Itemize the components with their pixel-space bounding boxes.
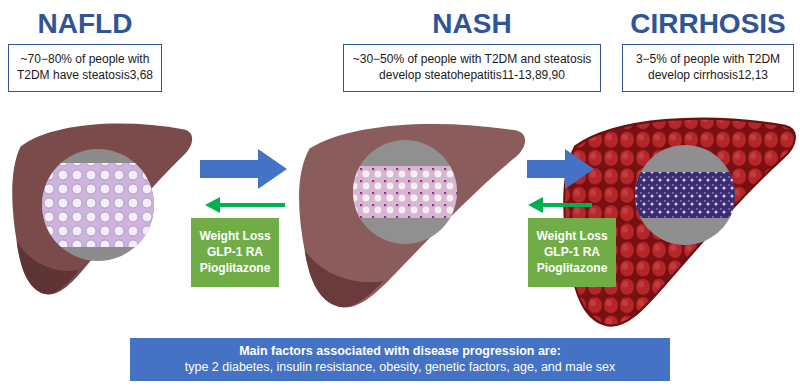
progression-arrow (200, 149, 287, 189)
histology-image (353, 166, 457, 218)
regression-arrow (218, 203, 285, 207)
band-heading: Main factors associated with disease pro… (138, 343, 662, 359)
regression-arrow (541, 203, 592, 207)
histology-lens (635, 145, 735, 245)
stage-heading: NAFLD (8, 4, 162, 44)
treatment-text: Weight Loss GLP-1 RA Pioglitazone (532, 228, 612, 277)
stage-group: NAFLD ~70−80% of people with T2DM have st… (8, 4, 162, 92)
liver-shape (299, 124, 525, 308)
treatment-box: Weight Loss GLP-1 RA Pioglitazone (528, 218, 616, 287)
stat-text: ~30−50% of people with T2DM and steatosi… (351, 52, 593, 83)
liver-shadow (305, 251, 383, 308)
regression-arrowhead (528, 197, 543, 213)
stat-text: ~70−80% of people with T2DM have steatos… (16, 52, 154, 83)
stat-text: 3−5% of people with T2DM develop cirrhos… (630, 52, 786, 83)
stage-heading: NASH (343, 4, 601, 44)
histology-lens (353, 140, 457, 244)
treatment-box: Weight Loss GLP-1 RA Pioglitazone (191, 218, 279, 287)
band-text: type 2 diabetes, insulin resistance, obe… (138, 359, 662, 375)
factors-band: Main factors associated with disease pro… (130, 338, 670, 381)
nash-liver (299, 124, 525, 308)
treatment-text: Weight Loss GLP-1 RA Pioglitazone (195, 228, 275, 277)
histology-image (635, 172, 735, 218)
stage-group: CIRRHOSIS 3−5% of people with T2DM develo… (622, 4, 794, 92)
progression-arrow (527, 149, 594, 189)
stage-group: NASH ~30−50% of people with T2DM and stea… (343, 4, 601, 92)
histology-lens (42, 149, 154, 261)
fatty-liver (12, 123, 192, 294)
histology-image (42, 163, 154, 247)
liver-shape (12, 123, 192, 294)
stat-box: ~30−50% of people with T2DM and steatosi… (343, 44, 601, 92)
stat-box: 3−5% of people with T2DM develop cirrhos… (622, 44, 794, 92)
regression-arrowhead (205, 197, 220, 213)
stage-heading: CIRRHOSIS (622, 4, 794, 44)
stat-box: ~70−80% of people with T2DM have steatos… (8, 44, 162, 92)
